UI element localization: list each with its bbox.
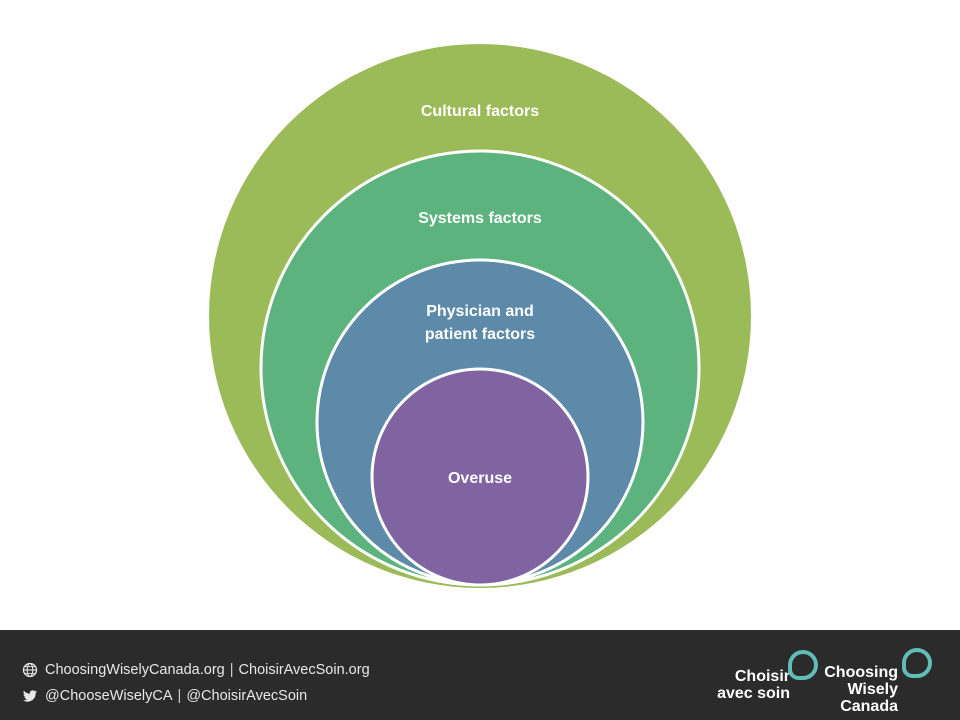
logo-en-line1: Choosing (824, 664, 898, 681)
logo-fr-line2: avec soin (717, 685, 790, 702)
footer-bar: ChoosingWiselyCanada.org | ChoisirAvecSo… (0, 630, 960, 720)
label-systems-factors: Systems factors (418, 210, 542, 227)
logo-en-line3: Canada (840, 698, 898, 715)
contact-info: ChoosingWiselyCanada.org | ChoisirAvecSo… (22, 658, 370, 708)
logo-choosing-wisely-canada: Choosing Wisely Canada (824, 644, 944, 715)
label-cultural-factors: Cultural factors (421, 103, 539, 120)
twitter-bird-icon (23, 690, 37, 702)
label-physician-patient-factors-line1: Physician and (426, 303, 534, 320)
label-physician-patient-factors-line2: patient factors (425, 326, 535, 343)
label-overuse: Overuse (448, 470, 512, 487)
website-fr-link[interactable]: ChoisirAvecSoin.org (238, 662, 370, 678)
twitter-handle-fr-link[interactable]: @ChoisirAvecSoin (186, 688, 308, 704)
logo-fr-text: Choisir avec soin (717, 668, 790, 702)
logo-fr-line1: Choisir (734, 668, 790, 685)
logo-en-line2: Wisely (847, 681, 898, 698)
website-link[interactable]: ChoosingWiselyCanada.org (45, 662, 225, 678)
separator: | (177, 688, 182, 704)
separator: | (229, 662, 234, 678)
logo-choisir-avec-soin: Choisir avec soin (708, 644, 826, 708)
website-row: ChoosingWiselyCanada.org | ChoisirAvecSo… (22, 658, 370, 682)
speech-ring-icon (902, 648, 932, 678)
nested-circles-diagram: Cultural factors Systems factors Physici… (209, 44, 751, 588)
speech-ring-icon (788, 650, 818, 680)
globe-icon (22, 662, 38, 678)
twitter-row: @ChooseWiselyCA | @ChoisirAvecSoin (22, 684, 370, 708)
logo-en-text: Choosing Wisely Canada (824, 664, 898, 715)
ring-overuse (370, 367, 590, 587)
twitter-handle-link[interactable]: @ChooseWiselyCA (45, 688, 173, 704)
